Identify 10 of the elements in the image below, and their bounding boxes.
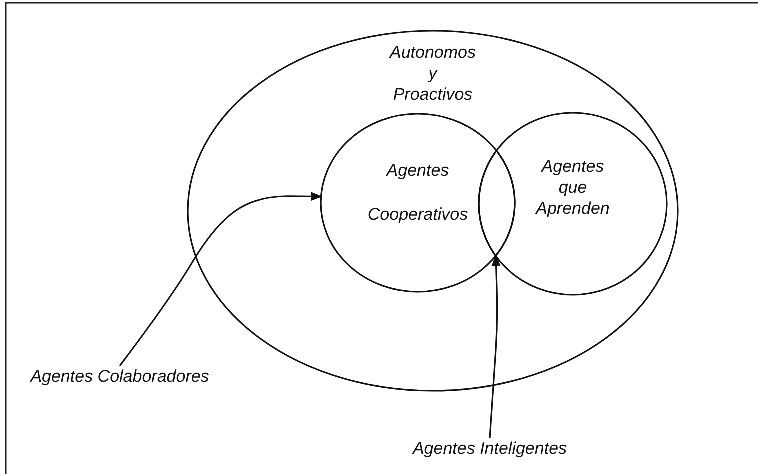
callout-label: Agentes Inteligentes [380, 438, 600, 462]
set-label: Agentes Cooperativos [366, 160, 470, 226]
set-label: Autonomos y Proactivos [388, 42, 477, 105]
set-circle [478, 112, 668, 296]
set-label: Agentes que Aprenden [534, 156, 611, 219]
callout-label: Agentes Colaboradores [30, 366, 210, 410]
arrow [489, 254, 501, 438]
set-circle [320, 113, 516, 293]
overlap-region [479, 151, 515, 256]
arrow [119, 192, 322, 366]
